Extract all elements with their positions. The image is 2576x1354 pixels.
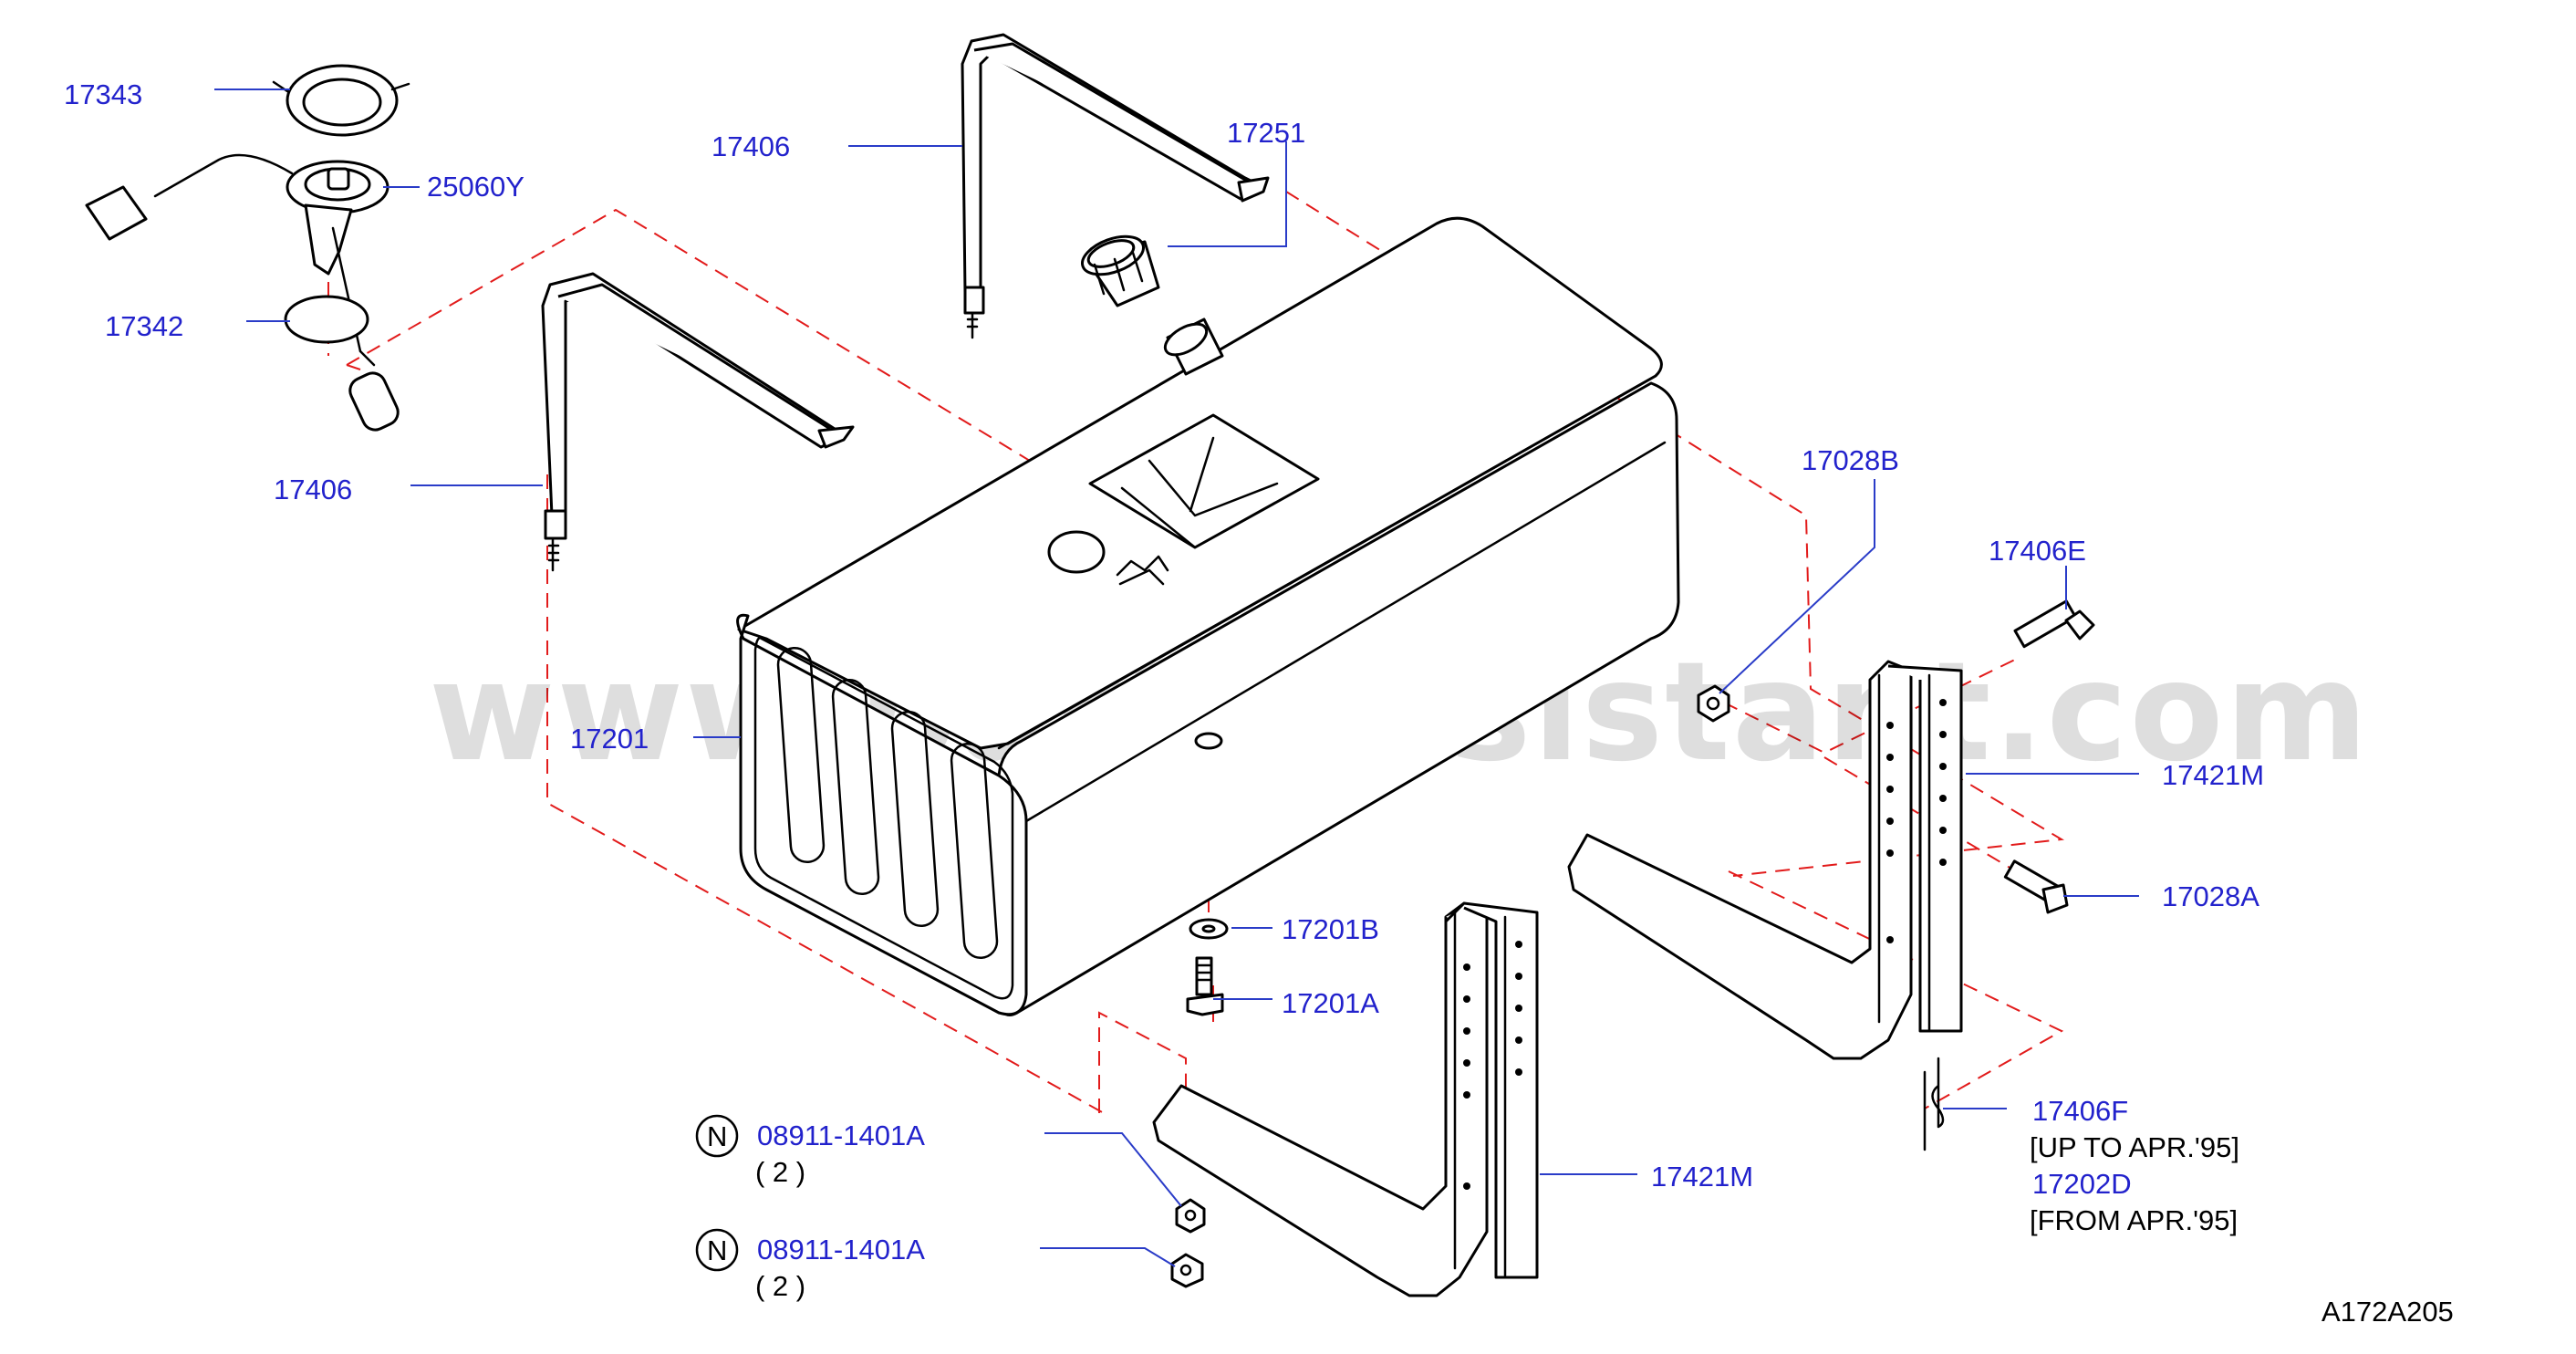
gasket <box>284 295 369 344</box>
callout-08911-1401a-upper: 08911-1401A <box>757 1120 925 1151</box>
fuel-cap <box>1081 234 1160 307</box>
callout-17028a: 17028A <box>2162 880 2259 912</box>
nut-17028b <box>1697 684 1730 723</box>
diagram-code: A172A205 <box>2322 1296 2454 1328</box>
callout-08911-1401a-lower: 08911-1401A <box>757 1234 925 1265</box>
washer-17201b <box>1189 918 1229 940</box>
bracket-right-holes <box>1886 699 1947 943</box>
note-from-apr-95: [FROM APR.'95] <box>2030 1204 2238 1236</box>
nut-badge-symbol: N <box>707 1120 727 1152</box>
callout-17342: 17342 <box>105 310 183 342</box>
bolt-17028a <box>2003 859 2069 914</box>
callout-17201: 17201 <box>570 723 649 755</box>
callout-17202d: 17202D <box>2032 1168 2132 1200</box>
clip-17406f <box>1923 1057 1945 1151</box>
callout-25060y: 25060Y <box>427 171 525 203</box>
leader-lines <box>214 89 2139 1267</box>
fuel-tank-strap-left <box>541 272 855 572</box>
callout-17251: 17251 <box>1227 117 1305 149</box>
bolt-17201a <box>1186 956 1224 1016</box>
mounting-bracket-right <box>1567 660 1963 1060</box>
callout-17421m-right: 17421M <box>2162 759 2264 791</box>
callout-17421m-left: 17421M <box>1651 1161 1753 1193</box>
nut-08911-upper <box>1175 1198 1206 1234</box>
nut-badge-symbol: N <box>707 1234 727 1266</box>
callout-17406-upper: 17406 <box>712 130 790 162</box>
fuel-tank-strap-top <box>961 33 1270 339</box>
callout-17406-lower: 17406 <box>274 474 352 505</box>
lock-ring <box>272 64 410 137</box>
fuel-tank <box>736 216 1680 1016</box>
callout-17406e: 17406E <box>1989 535 2086 567</box>
note-up-to-apr-95: [UP TO APR.'95] <box>2030 1131 2239 1163</box>
callout-17201a: 17201A <box>1282 987 1379 1019</box>
bracket-left-holes <box>1463 941 1522 1190</box>
nut-08911-lower <box>1170 1253 1204 1288</box>
callout-labels: 17343 25060Y 17342 17406 17406 17251 172… <box>64 78 2264 1265</box>
bolt-17406e <box>2013 599 2095 649</box>
nut-badge-lower: N ( 2 ) <box>695 1228 805 1302</box>
fuel-gauge-unit <box>85 153 400 432</box>
callout-17343: 17343 <box>64 78 142 110</box>
callout-17028b: 17028B <box>1802 444 1899 476</box>
mounting-bracket-left <box>1152 901 1539 1297</box>
nut-badge-upper: N ( 2 ) <box>695 1114 805 1188</box>
callout-17201b: 17201B <box>1282 913 1379 945</box>
nut-badge-qty: ( 2 ) <box>755 1270 805 1302</box>
callout-17406f: 17406F <box>2032 1095 2128 1127</box>
nut-badge-qty: ( 2 ) <box>755 1156 805 1188</box>
